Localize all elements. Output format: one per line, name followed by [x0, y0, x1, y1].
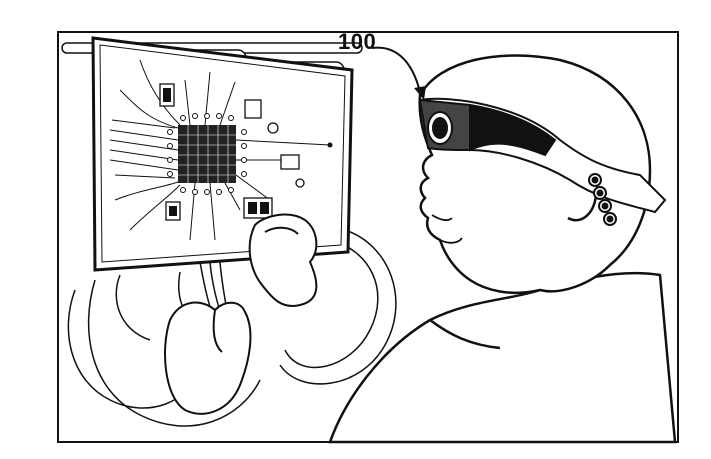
circuit-board-icon: [91, 36, 354, 272]
processor-chip: [178, 125, 236, 183]
hand-icon: [164, 213, 318, 415]
headset-icon: [418, 97, 667, 226]
reference-numeral: 100: [338, 29, 377, 54]
arrow-icon: [371, 46, 426, 100]
